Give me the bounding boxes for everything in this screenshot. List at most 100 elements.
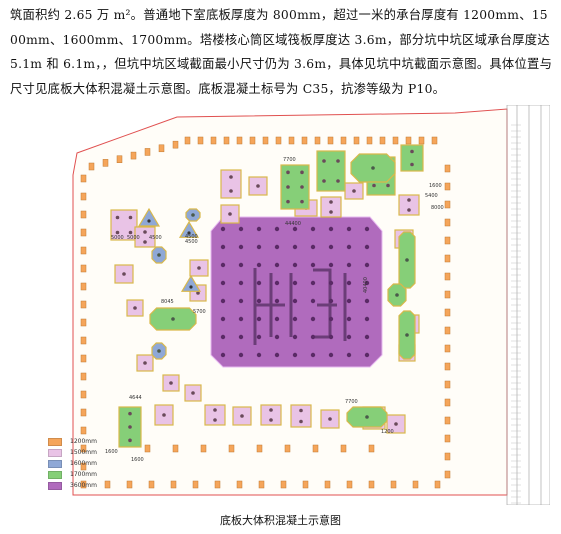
cap-1200 <box>172 444 179 453</box>
cap-1200 <box>80 354 87 363</box>
cap-1200 <box>444 272 451 281</box>
core-pile <box>328 262 334 268</box>
cap-1200 <box>80 336 87 345</box>
cap-1200 <box>256 444 263 453</box>
core-pile <box>292 352 298 358</box>
cap-1500 <box>320 196 342 218</box>
core-pile <box>256 226 262 232</box>
cap-1200 <box>434 480 441 489</box>
cap-1500 <box>398 194 420 216</box>
core-pile <box>328 244 334 250</box>
cap-1500 <box>154 404 174 426</box>
legend-label: 1500mm <box>70 449 97 456</box>
dimension-label: 1600 <box>131 457 144 463</box>
dimension-label: 5400 <box>425 193 438 199</box>
dimension-label: 4500 <box>149 235 162 241</box>
cap-1200 <box>88 162 95 171</box>
cap-1500 <box>344 182 364 200</box>
core-pile <box>364 316 370 322</box>
legend-swatch-3600 <box>48 481 62 490</box>
cap-1500 <box>126 299 144 317</box>
dimension-label: 5000 <box>111 235 124 241</box>
cap-1200 <box>302 480 309 489</box>
core-pile <box>364 280 370 286</box>
cap-1200 <box>379 136 386 145</box>
core-pile <box>238 262 244 268</box>
core-pile <box>220 226 226 232</box>
core-pile <box>220 244 226 250</box>
core-pile <box>328 298 334 304</box>
legend-swatch-1200 <box>48 437 62 446</box>
cap-1200 <box>249 136 256 145</box>
dimension-label: 4500 <box>185 234 198 240</box>
core-pile <box>238 280 244 286</box>
legend-label: 1700mm <box>70 471 97 478</box>
cap-1200 <box>130 151 137 160</box>
core-pile <box>274 244 280 250</box>
cap-1200 <box>444 398 451 407</box>
dimension-label: 4500 <box>185 239 198 245</box>
cap-1200 <box>280 480 287 489</box>
core-pile <box>328 316 334 322</box>
cap-1500 <box>204 404 226 426</box>
cap-1200 <box>236 480 243 489</box>
thickness-legend: 1200mm 1500mm 1600mm 1700mm 3600mm <box>48 436 97 491</box>
cap-1700 <box>118 406 142 448</box>
cap-1200 <box>444 344 451 353</box>
cap-1200 <box>200 444 207 453</box>
core-pile <box>292 280 298 286</box>
core-pile <box>346 316 352 322</box>
cap-1200 <box>412 480 419 489</box>
cap-1200 <box>324 480 331 489</box>
cap-1200 <box>158 144 165 153</box>
cap-1600 <box>151 342 167 360</box>
cap-1500 <box>386 414 406 434</box>
cap-1200 <box>80 174 87 183</box>
core-pile <box>238 334 244 340</box>
legend-item: 1200mm <box>48 436 97 447</box>
cap-1500 <box>136 354 154 372</box>
core-wall-lines <box>253 268 347 345</box>
core-pile <box>346 280 352 286</box>
cap-1200 <box>80 228 87 237</box>
core-pile <box>346 226 352 232</box>
legend-item: 1500mm <box>48 447 97 458</box>
cap-1700 <box>316 150 346 192</box>
legend-item: 3600mm <box>48 480 97 491</box>
grid-rungs <box>511 124 521 504</box>
core-pile <box>256 244 262 250</box>
cap-1200 <box>284 444 291 453</box>
core-pile <box>238 226 244 232</box>
cap-1200 <box>444 416 451 425</box>
cap-1200 <box>444 380 451 389</box>
cap-1200 <box>444 200 451 209</box>
cap-1700 <box>280 164 310 210</box>
core-pile <box>238 316 244 322</box>
cap-1200 <box>444 290 451 299</box>
cap-1200 <box>262 136 269 145</box>
cap-1200 <box>144 148 151 156</box>
core-pile <box>310 334 316 340</box>
cap-1500 <box>290 404 312 428</box>
core-pile <box>274 280 280 286</box>
dimension-label: 8045 <box>161 299 174 305</box>
core-pile <box>220 280 226 286</box>
cap-1200 <box>340 444 347 453</box>
core-pile <box>274 262 280 268</box>
cap-1200 <box>102 159 109 167</box>
core-pile <box>256 334 262 340</box>
cap-1500 <box>320 409 340 429</box>
core-pile <box>238 244 244 250</box>
cap-1200 <box>444 326 451 335</box>
core-pile <box>364 298 370 304</box>
cap-1200 <box>327 136 334 145</box>
cap-1600 <box>151 246 167 264</box>
core-pile <box>220 262 226 268</box>
core-pile <box>364 334 370 340</box>
cap-1200 <box>431 136 438 145</box>
cap-1200 <box>144 444 151 453</box>
cap-1600 <box>180 274 202 292</box>
cap-1200 <box>368 444 375 453</box>
core-pile-dots <box>220 226 370 358</box>
